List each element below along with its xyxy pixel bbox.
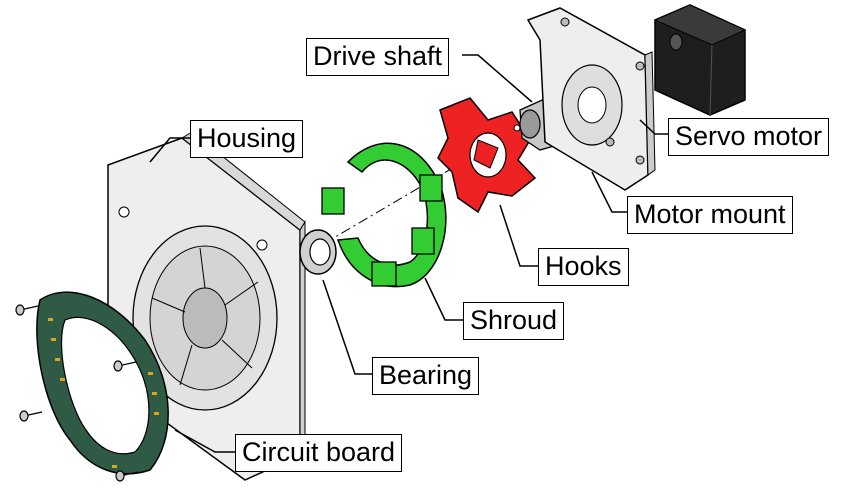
screw-icon <box>15 304 139 482</box>
leader-lines <box>149 54 668 453</box>
callout-shroud: Shroud <box>463 302 565 340</box>
callout-motor-mount: Motor mount <box>627 196 793 234</box>
hooks-part <box>437 97 537 214</box>
shroud-part <box>321 142 447 288</box>
callout-servo-motor: Servo motor <box>668 118 830 156</box>
bearing-part <box>299 229 337 275</box>
servo-motor-part <box>653 4 747 116</box>
callout-housing: Housing <box>190 120 304 158</box>
motor-mount-part <box>526 7 656 191</box>
callout-bearing: Bearing <box>372 357 480 395</box>
callout-hooks: Hooks <box>538 248 629 286</box>
callout-circuit-board: Circuit board <box>235 434 403 472</box>
circuit-board-part <box>15 291 169 482</box>
callout-drive-shaft: Drive shaft <box>306 38 450 76</box>
